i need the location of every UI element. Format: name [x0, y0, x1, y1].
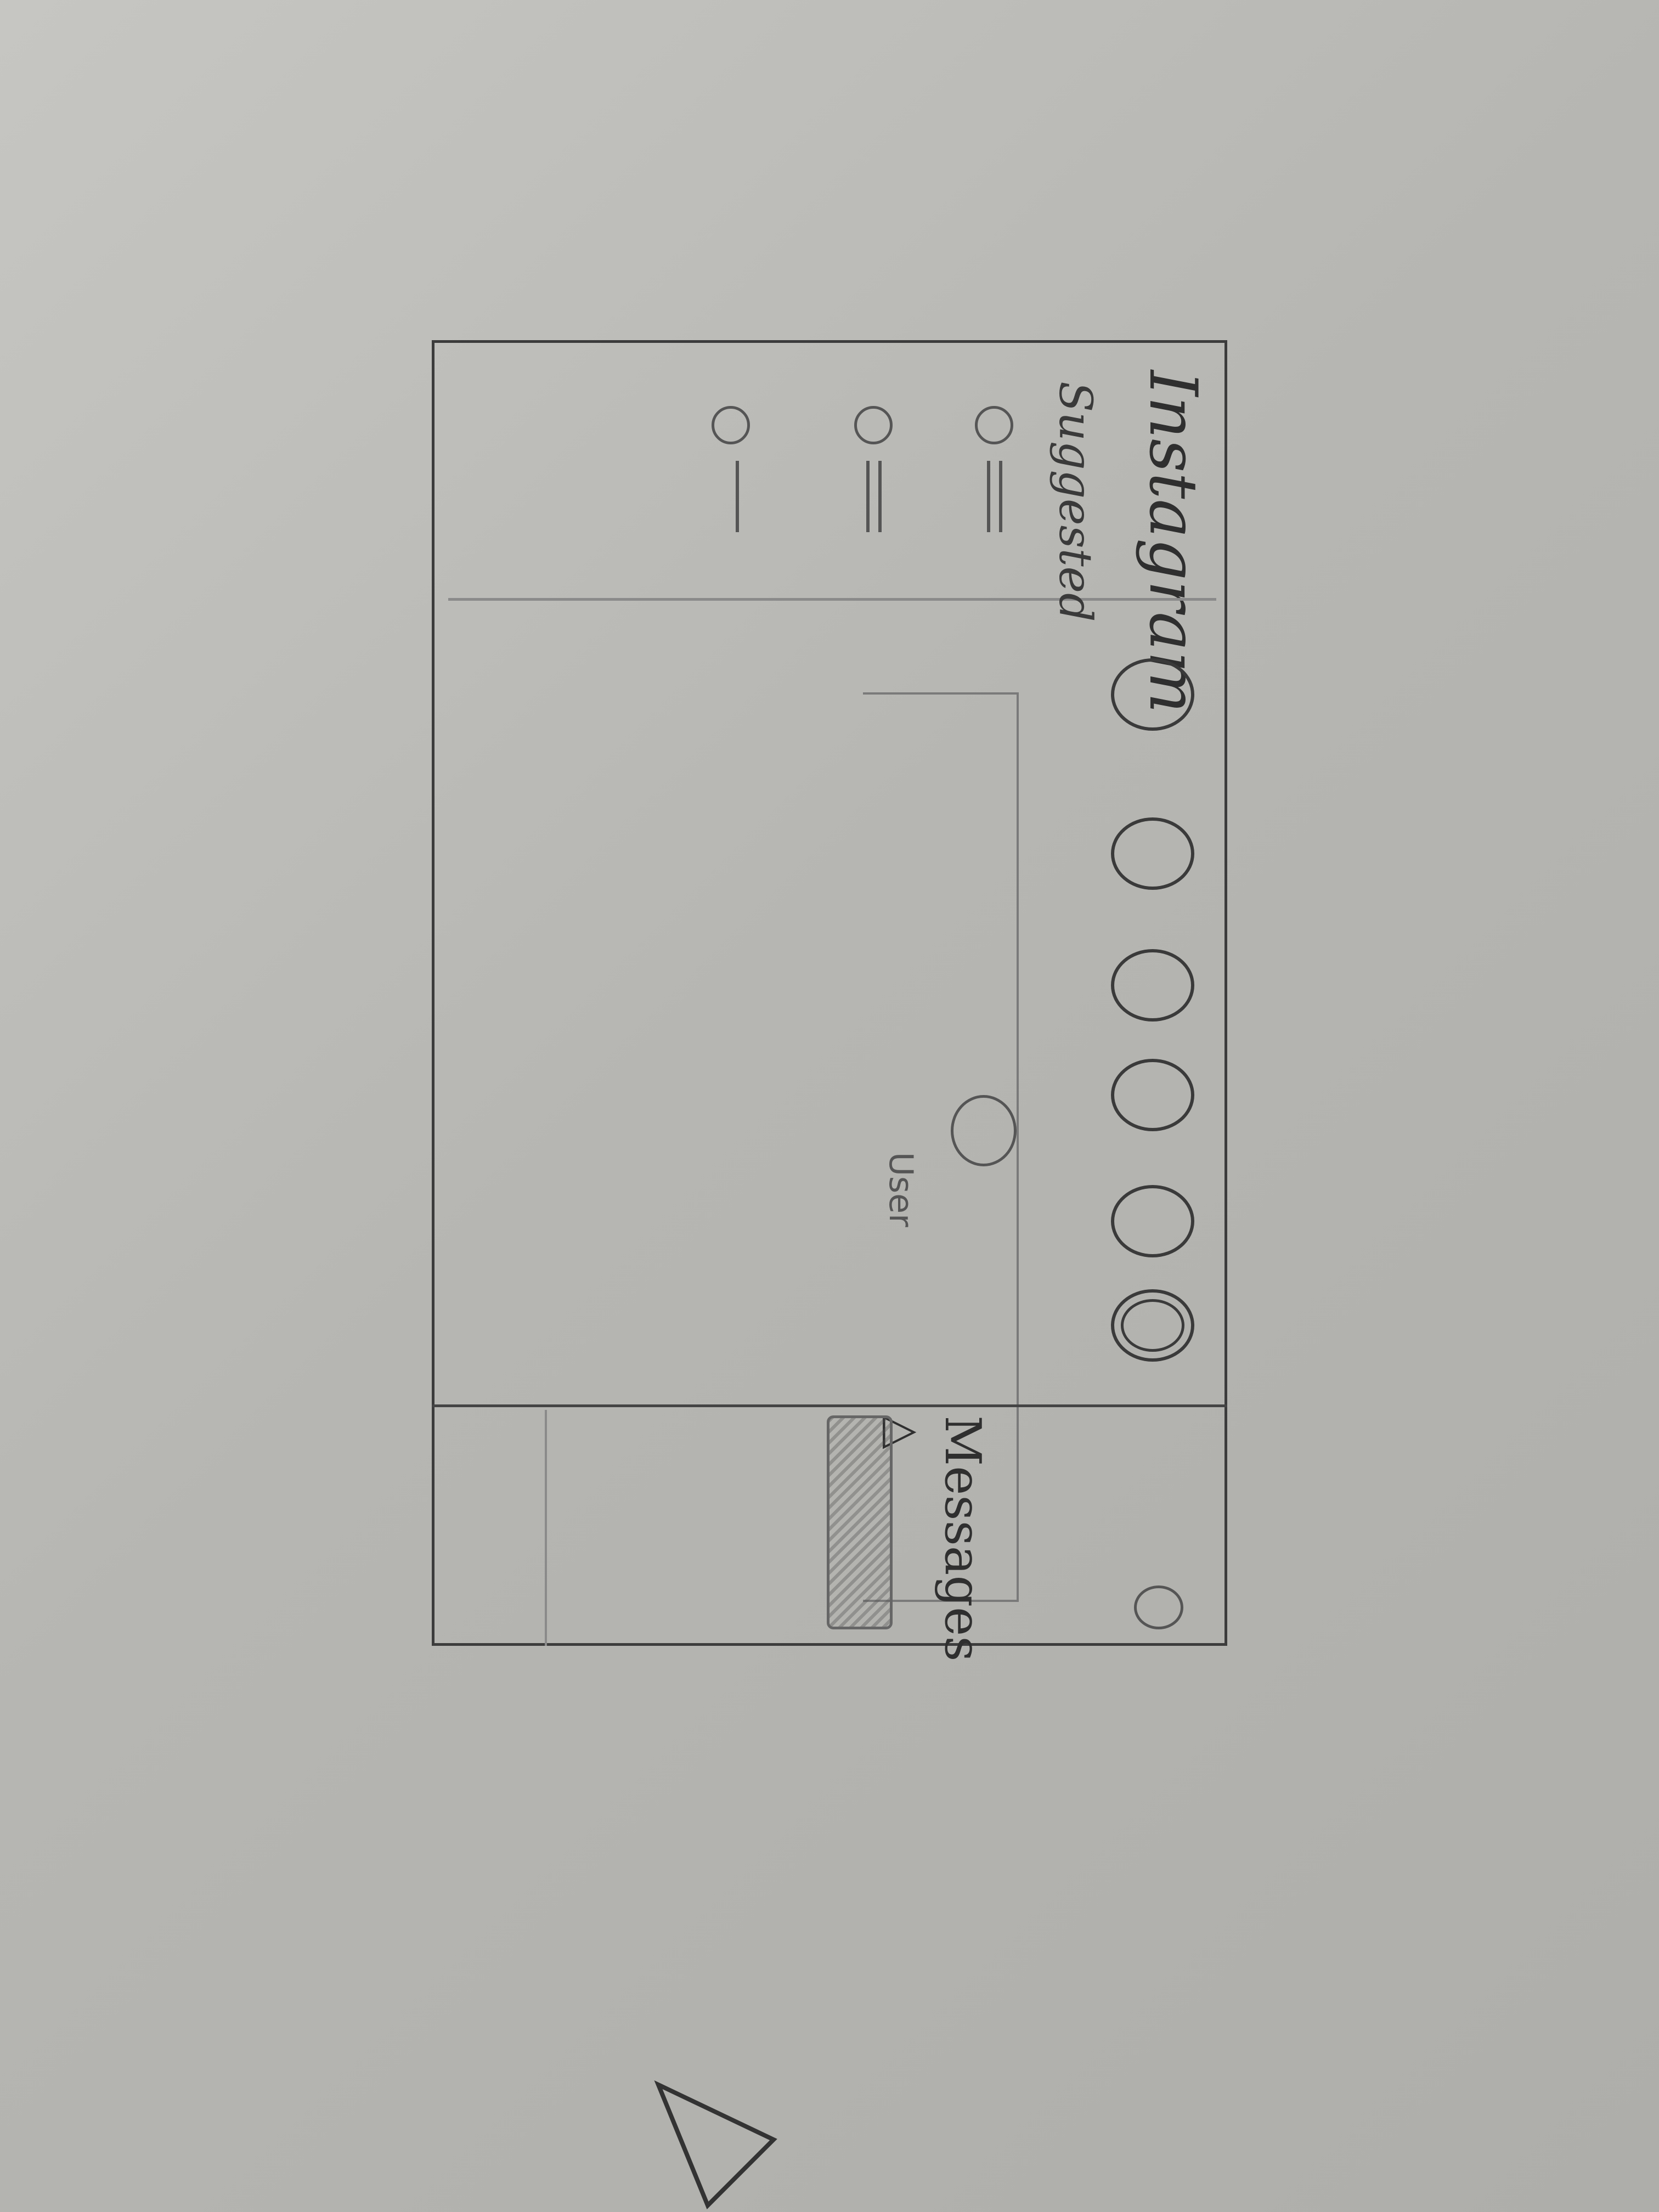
instagram-wireframe: Instagram Suggested User Messages △ — [432, 340, 1227, 1662]
messages-divider — [432, 1404, 1227, 1407]
post-author-avatar[interactable] — [951, 1095, 1017, 1166]
suggested-user-name — [878, 461, 882, 532]
post-username[interactable]: User — [882, 1152, 920, 1227]
messages-inner-divider — [545, 1410, 547, 1646]
story-avatar[interactable] — [1111, 1059, 1194, 1131]
messages-label-text: Messages — [934, 1415, 991, 1662]
story-avatar[interactable] — [1111, 658, 1194, 731]
message-thread-preview[interactable] — [827, 1415, 893, 1629]
triangle-icon — [654, 2080, 777, 2210]
suggested-user[interactable] — [849, 406, 898, 571]
suggested-user-name — [736, 461, 739, 532]
suggested-user-name — [999, 461, 1002, 532]
own-story-avatar[interactable] — [1111, 1289, 1194, 1362]
story-avatar[interactable] — [1111, 817, 1194, 890]
new-message-icon[interactable] — [1134, 1585, 1183, 1629]
sidebar-divider — [448, 598, 1216, 601]
story-avatar[interactable] — [1111, 1185, 1194, 1257]
avatar — [712, 406, 750, 444]
suggested-user[interactable] — [706, 406, 755, 571]
avatar — [854, 406, 893, 444]
suggested-heading: Suggested — [1049, 381, 1101, 622]
messages-label[interactable]: Messages △ — [876, 1415, 991, 1662]
story-avatar[interactable] — [1111, 949, 1194, 1022]
avatar — [975, 406, 1013, 444]
suggested-user[interactable] — [969, 406, 1019, 571]
